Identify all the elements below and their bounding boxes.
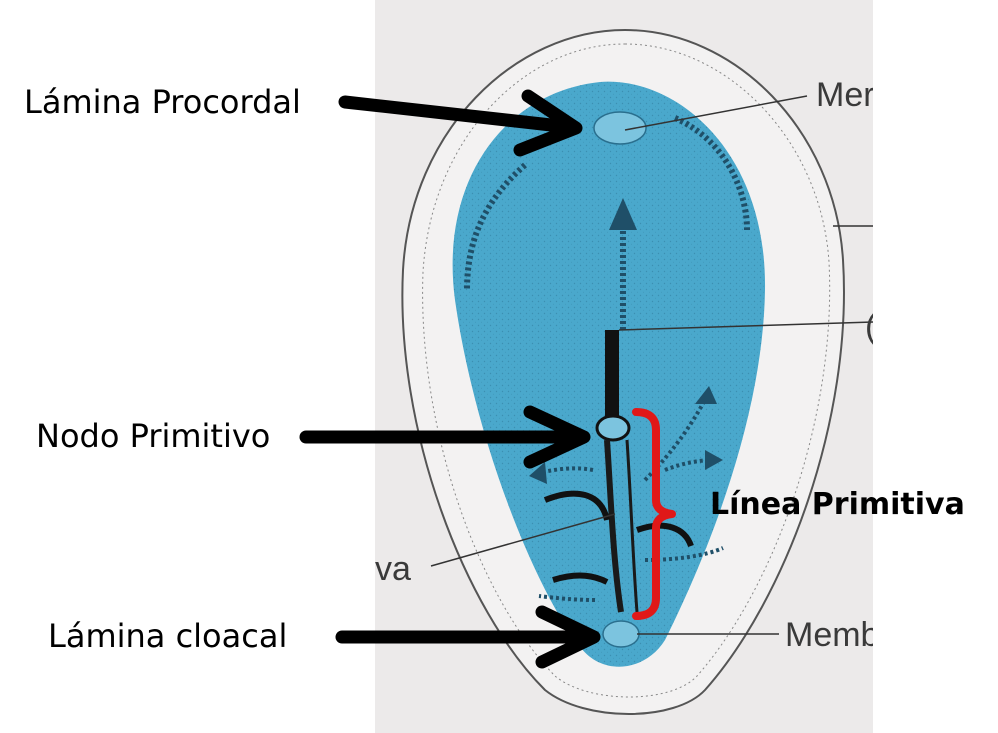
- cropped-label-left: va: [375, 550, 411, 588]
- cropped-label-bottom: Memb: [785, 616, 873, 654]
- prechordal-plate: [593, 111, 647, 145]
- embryo-figure: Mer ( va Memb: [375, 0, 873, 733]
- cloacal-plate: [602, 620, 640, 648]
- cropped-label-mid: (: [865, 310, 873, 344]
- primitive-streak: [604, 439, 624, 613]
- primitive-node: [595, 414, 631, 442]
- cropped-label-top: Mer: [816, 76, 873, 114]
- label-nodo-primitivo: Nodo Primitivo: [36, 417, 271, 455]
- label-lamina-procordal: Lámina Procordal: [24, 83, 301, 121]
- label-linea-primitiva: Línea Primitiva: [710, 487, 965, 522]
- label-lamina-cloacal: Lámina cloacal: [48, 617, 288, 655]
